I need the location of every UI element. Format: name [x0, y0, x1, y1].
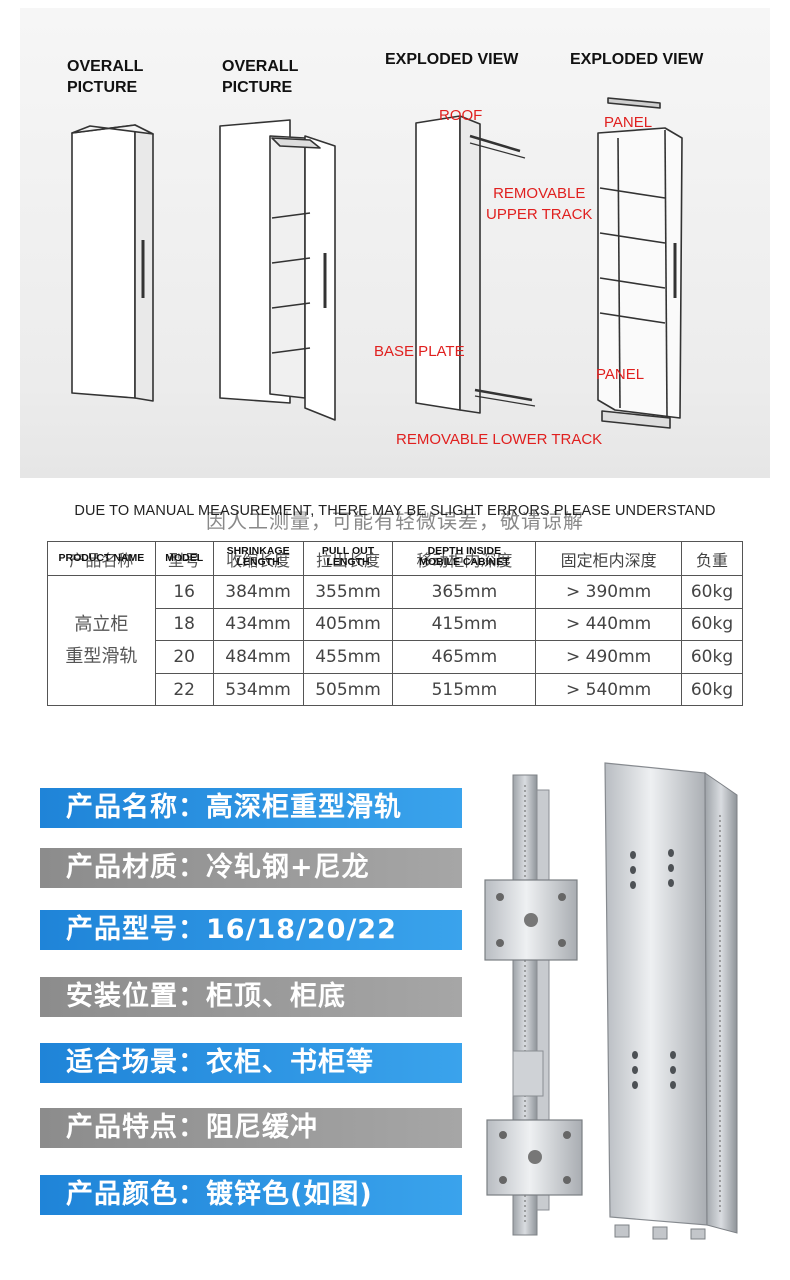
- cell-depth-inside: 365mm: [392, 575, 537, 609]
- feature-install-position: 安装位置：柜顶、柜底: [40, 977, 462, 1017]
- cell-fixed-depth: > 390mm: [535, 575, 682, 609]
- header-shrinkage-length: 收缩长度 SHRINKAGE LENGTH: [212, 541, 304, 576]
- feature-characteristic: 产品特点：阻尼缓冲: [40, 1108, 462, 1148]
- header-pull-out-length: 拉出长度 PULL OUT LENGTH: [302, 541, 394, 576]
- feature-model: 产品型号：16/18/20/22: [40, 910, 462, 950]
- cell-shrinkage: 434mm: [212, 607, 304, 642]
- header-model: 型号 MODEL: [154, 541, 214, 576]
- feature-color: 产品颜色：镀锌色(如图): [40, 1175, 462, 1215]
- header-fixed-cabinet-depth: 固定柜内深度: [535, 541, 682, 576]
- cell-depth-inside: 465mm: [392, 640, 537, 674]
- cell-shrinkage: 534mm: [212, 672, 304, 707]
- cell-pull-out: 355mm: [302, 575, 394, 609]
- label-exploded-view-2: EXPLODED VIEW: [570, 51, 704, 68]
- exploded-cabinet-shell: [415, 115, 536, 414]
- feature-scenario: 适合场景：衣柜、书柜等: [40, 1043, 462, 1083]
- callout-roof: ROOF: [439, 107, 483, 124]
- cabinet-illustrations: [71, 97, 683, 429]
- open-cabinet: [219, 119, 336, 421]
- label-exploded-view-1: EXPLODED VIEW: [385, 51, 519, 68]
- header-depth-inside-mobile-cabinet: 移动柜内深度 DEPTH INSIDE MOBILE CABINET: [392, 541, 537, 576]
- feature-product-name: 产品名称：高深柜重型滑轨: [40, 788, 462, 828]
- cell-load: 60kg: [681, 672, 743, 707]
- cell-model: 22: [154, 672, 214, 707]
- cell-load: 60kg: [681, 575, 743, 609]
- product-name-cell: 高立柜 重型滑轨: [47, 574, 156, 707]
- exploded-pullout-frame: [597, 97, 683, 429]
- header-product-name: 产品名称 PRODUCT NAME: [47, 541, 156, 576]
- cabinet-diagram: OVERALL PICTURE OVERALL PICTURE EXPLODED…: [20, 8, 770, 478]
- table-row: 20 484mm 455mm 465mm > 490mm 60kg: [48, 640, 743, 674]
- cell-depth-inside: 515mm: [392, 672, 537, 707]
- notice-chinese: 因人工测量，可能有轻微误差，敬请谅解: [206, 509, 584, 533]
- table-row: 高立柜 重型滑轨 16 384mm 355mm 365mm > 390mm 60…: [47, 574, 743, 707]
- cell-model: 18: [154, 607, 214, 642]
- callout-base-plate: BASE PLATE: [374, 343, 465, 360]
- slide-rail-image: [484, 762, 738, 1240]
- label-overall-picture-2: OVERALL PICTURE: [222, 58, 299, 96]
- label-overall-picture-1: OVERALL PICTURE: [67, 58, 144, 96]
- cell-pull-out: 405mm: [302, 607, 394, 642]
- cell-load: 60kg: [681, 640, 743, 674]
- cell-load: 60kg: [681, 607, 743, 642]
- spec-table: 产品名称 PRODUCT NAME 型号 MODEL 收缩长度 SHRINKAG…: [47, 541, 743, 707]
- left-rail: [484, 774, 583, 1236]
- cell-fixed-depth: > 540mm: [535, 672, 682, 707]
- cell-fixed-depth: > 490mm: [535, 640, 682, 674]
- cell-shrinkage: 484mm: [212, 640, 304, 674]
- callout-removable-upper-track: REMOVABLE UPPER TRACK: [486, 185, 593, 223]
- header-load: 负重: [681, 541, 743, 576]
- cell-depth-inside: 415mm: [392, 607, 537, 642]
- cell-pull-out: 505mm: [302, 672, 394, 707]
- notice-english: DUE TO MANUAL MEASUREMENT, THERE MAY BE …: [74, 503, 716, 519]
- feature-material: 产品材质：冷轧钢+尼龙: [40, 848, 462, 888]
- cell-pull-out: 455mm: [302, 640, 394, 674]
- cell-fixed-depth: > 440mm: [535, 607, 682, 642]
- cell-model: 16: [154, 575, 214, 609]
- callout-removable-lower-track: REMOVABLE LOWER TRACK: [396, 431, 603, 448]
- callout-panel-bottom: PANEL: [596, 366, 645, 383]
- callout-panel-top: PANEL: [604, 114, 653, 131]
- closed-cabinet: [71, 124, 154, 402]
- table-row: 22 534mm 505mm 515mm > 540mm 60kg: [48, 672, 743, 707]
- cell-model: 20: [154, 640, 214, 674]
- right-rail: [604, 762, 738, 1240]
- table-header-row: 产品名称 PRODUCT NAME 型号 MODEL 收缩长度 SHRINKAG…: [47, 541, 743, 576]
- cell-shrinkage: 384mm: [212, 575, 304, 609]
